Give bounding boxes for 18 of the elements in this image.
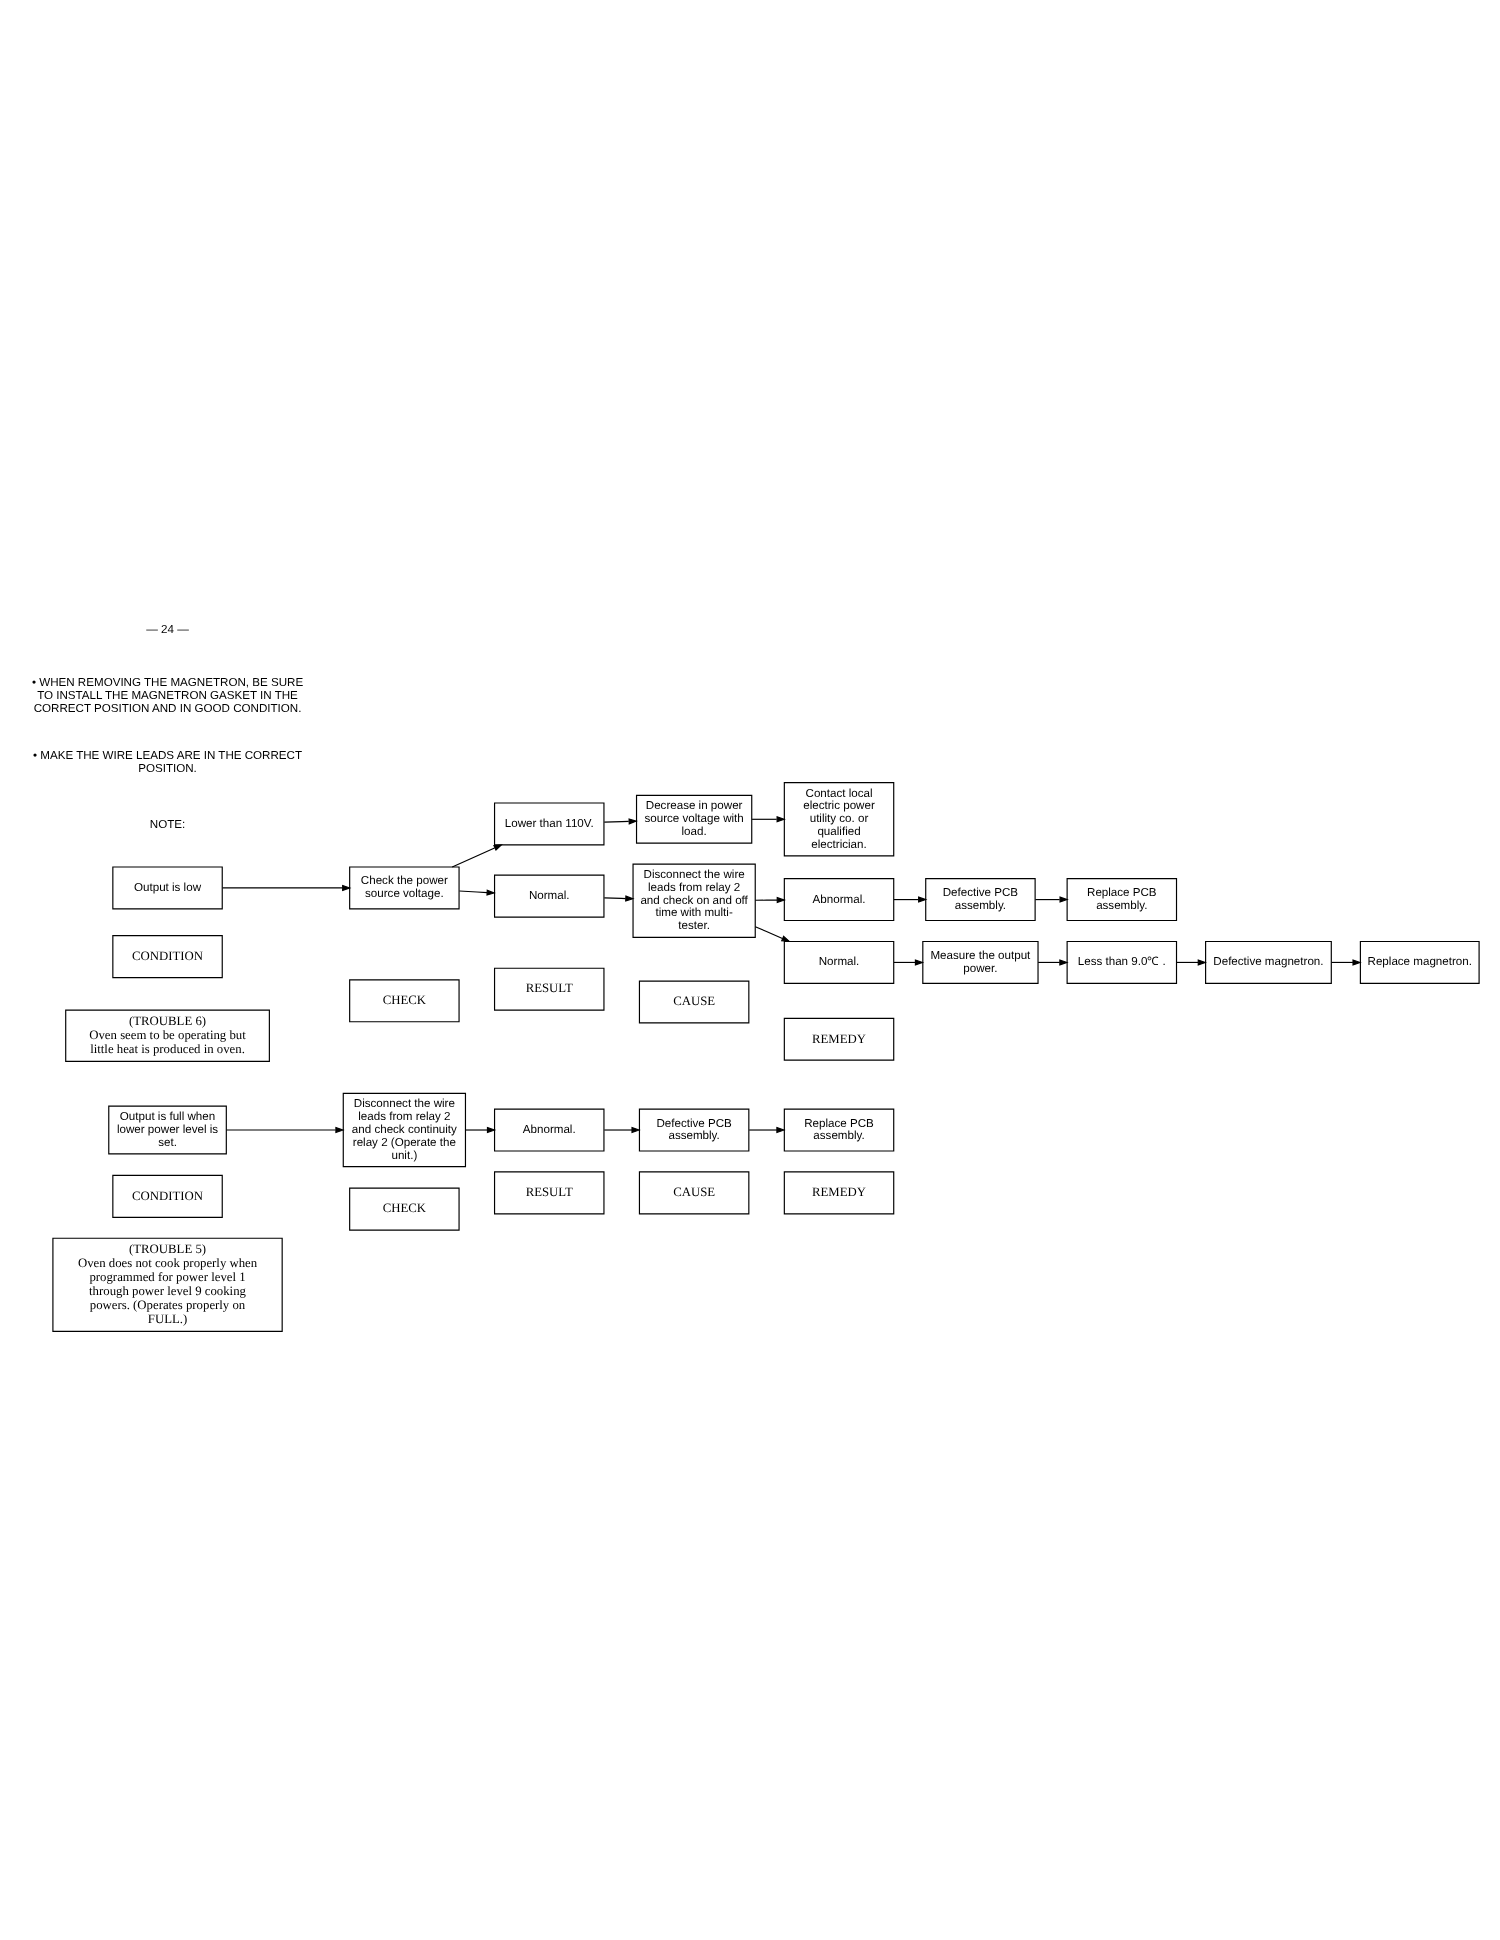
arrow [603,895,635,902]
arrow [754,926,791,943]
arrow [751,816,786,823]
arrow [1034,896,1069,903]
arrow [1176,959,1207,966]
arrow [603,1126,641,1134]
arrow [451,844,503,868]
arrow [458,889,496,896]
arrow [1037,959,1069,966]
arrow [225,1126,345,1134]
arrow [1330,959,1362,966]
arrow [893,959,925,966]
arrow [603,818,638,825]
arrow [754,896,786,904]
arrow [893,896,928,903]
arrow [748,1126,786,1134]
arrow [465,1126,497,1134]
arrow [221,884,352,892]
